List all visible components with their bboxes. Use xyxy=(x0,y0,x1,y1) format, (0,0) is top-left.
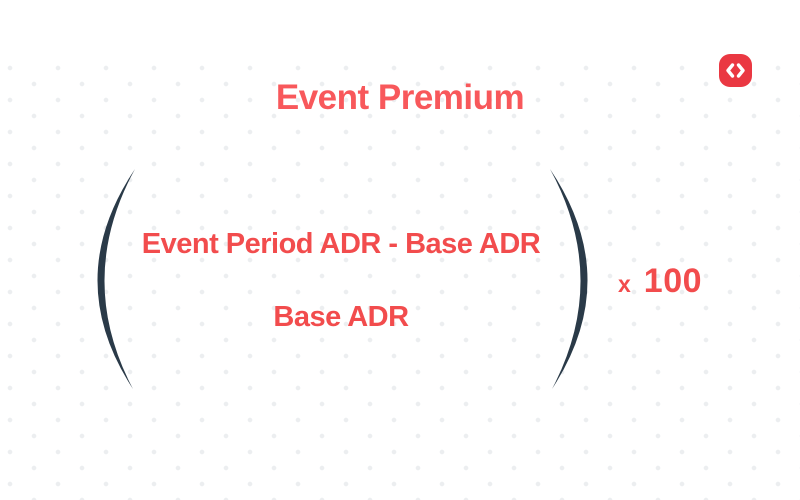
formula-denominator: Base ADR xyxy=(273,301,409,333)
right-parenthesis xyxy=(550,169,588,389)
formula-numerator: Event Period ADR - Base ADR xyxy=(141,228,541,260)
formula-title: Event Premium xyxy=(275,78,525,117)
multiplier-value: 100 xyxy=(643,262,703,300)
left-parenthesis-path xyxy=(97,169,135,389)
left-parenthesis xyxy=(97,169,135,389)
code-badge-button[interactable] xyxy=(719,54,752,87)
formula-multiplier: x 100 xyxy=(618,262,702,301)
multiplier-symbol: x xyxy=(618,271,631,297)
right-parenthesis-path xyxy=(550,169,588,389)
code-icon xyxy=(726,63,745,78)
